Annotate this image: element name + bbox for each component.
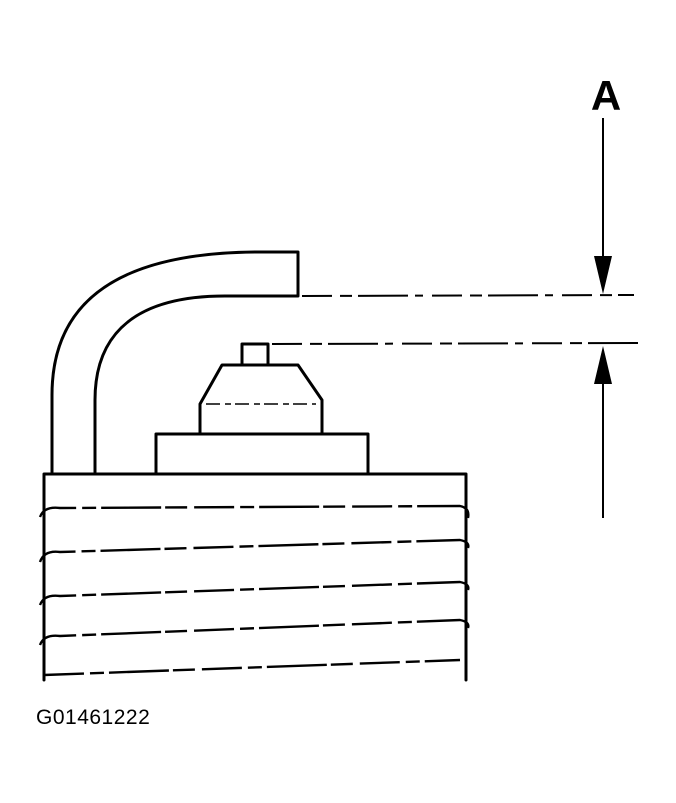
threaded-shell <box>38 472 470 682</box>
arrow-up-icon <box>594 346 612 384</box>
ground-electrode <box>50 250 300 474</box>
center-electrode <box>154 342 370 476</box>
figure-id: G01461222 <box>36 706 151 729</box>
dimension-label: A <box>591 72 621 119</box>
gap-dimension: A <box>271 72 639 518</box>
arrow-down-icon <box>594 256 612 294</box>
